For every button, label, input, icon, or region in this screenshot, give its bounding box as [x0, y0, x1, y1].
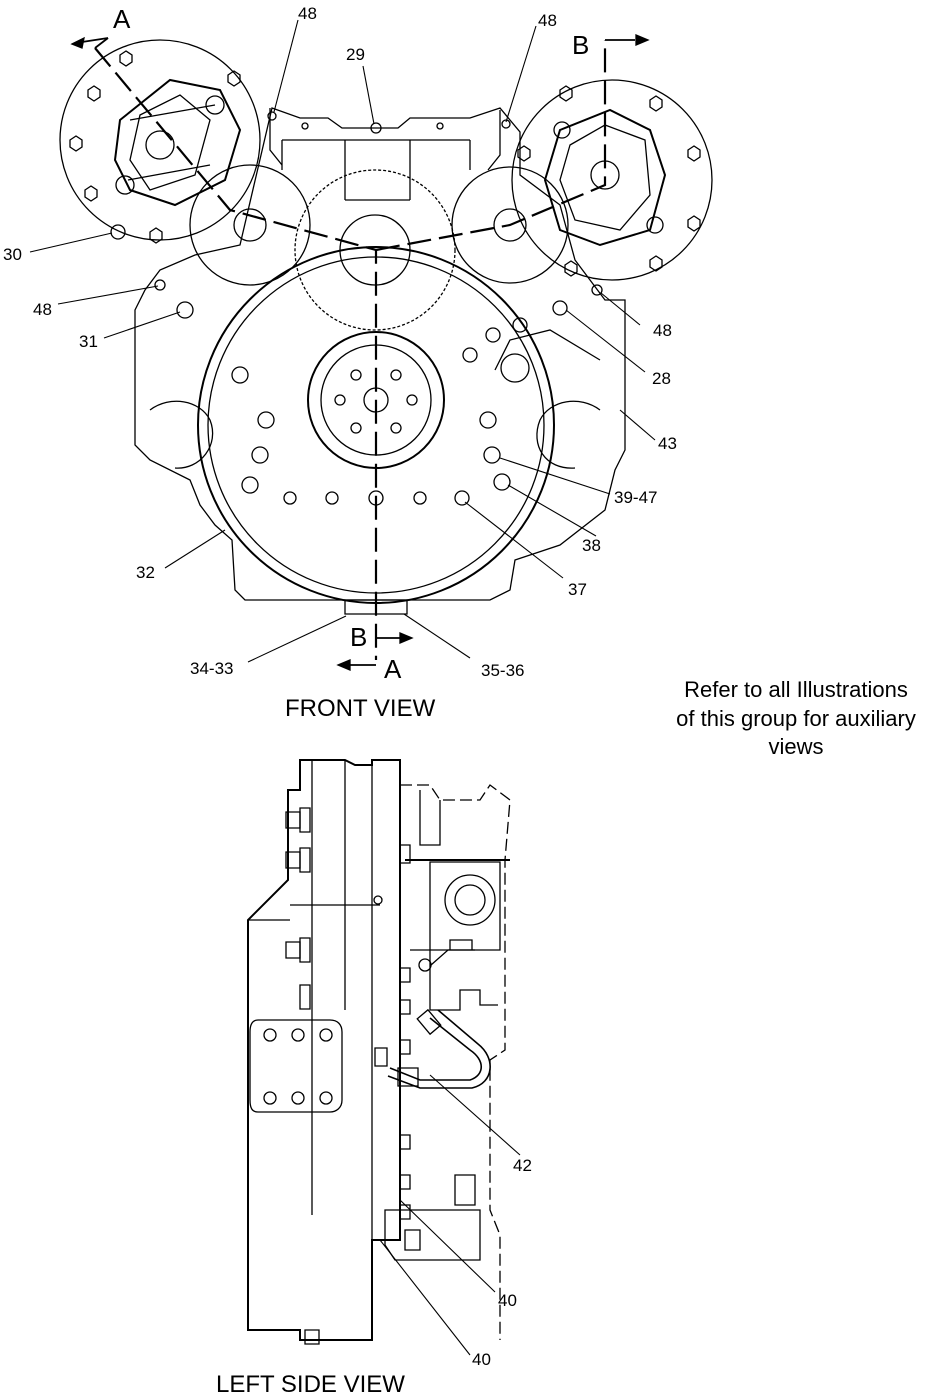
callout-31: 31: [79, 332, 98, 351]
callout-29: 29: [346, 45, 365, 64]
section-mark-b-bottom: B: [350, 622, 368, 652]
leader-lines: [30, 20, 655, 662]
reference-note-line-1: Refer to all Illustrations: [684, 677, 908, 702]
callout-48-left: 48: [33, 300, 52, 319]
callout-43: 43: [658, 434, 677, 453]
callout-35-36: 35-36: [481, 661, 525, 680]
callout-38: 38: [582, 536, 601, 555]
callout-42: 42: [513, 1156, 532, 1175]
callout-48-top-left: 48: [298, 4, 317, 23]
left-side-view-title: LEFT SIDE VIEW: [216, 1371, 405, 1398]
side-leader-lines: [380, 1075, 520, 1355]
callout-48-top-right: 48: [538, 11, 557, 30]
housing-bolts: [111, 112, 602, 505]
section-mark-b-top: B: [572, 30, 590, 60]
callout-39-47: 39-47: [614, 488, 658, 507]
callout-32: 32: [136, 563, 155, 582]
front-view-drawing: [30, 20, 712, 670]
front-view-title: FRONT VIEW: [285, 695, 436, 722]
callout-48-right: 48: [653, 321, 672, 340]
reference-note-line-2: of this group for auxiliary: [676, 705, 916, 731]
callout-40-lower: 40: [472, 1350, 491, 1369]
section-mark-a-bottom: A: [384, 654, 402, 684]
reference-note: Refer to all Illustrations of this group…: [646, 676, 946, 762]
side-view-drawing: [248, 760, 520, 1355]
section-line-a: [95, 48, 376, 660]
callout-34-33: 34-33: [190, 659, 234, 678]
flange-bolts: [70, 51, 700, 276]
side-bolts: [286, 808, 410, 1344]
hose-42: [390, 1018, 481, 1080]
section-mark-a-top: A: [113, 4, 131, 34]
right-drive-flange: [512, 80, 712, 280]
callout-30: 30: [3, 245, 22, 264]
callout-37: 37: [568, 580, 587, 599]
callout-40-upper: 40: [498, 1291, 517, 1310]
reference-note-line-3: views: [768, 734, 824, 760]
callout-28: 28: [652, 369, 671, 388]
